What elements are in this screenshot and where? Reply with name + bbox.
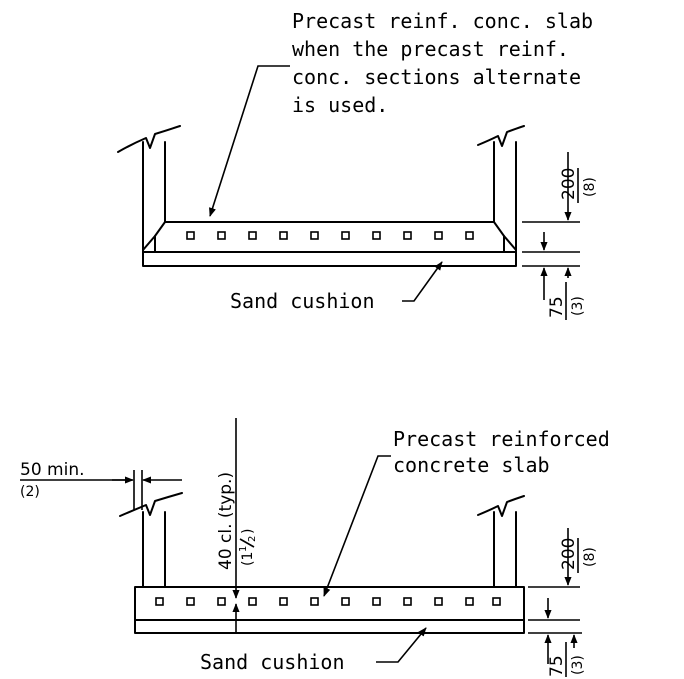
bottom-left-wall	[119, 492, 183, 588]
bottom-clear-label-in: (1 1 2 )	[238, 529, 258, 566]
bottom-dim-200: 200	[559, 538, 579, 570]
top-dim-200: 200	[559, 168, 579, 200]
top-left-wall	[117, 125, 181, 253]
bottom-sand-cushion	[134, 619, 525, 634]
top-sand-cushion	[142, 251, 517, 267]
bottom-sand-leader	[376, 627, 427, 663]
bottom-clear-label: 40 cl. (typ.)	[216, 472, 236, 570]
svg-text:): )	[240, 529, 256, 534]
top-dimension-75: 75 (3)	[522, 265, 586, 320]
svg-text:2: 2	[247, 536, 258, 542]
bottom-min-dimension: 50 min. (2)	[20, 460, 182, 510]
bottom-rebar-row	[155, 597, 501, 606]
top-note-line-4: is used.	[292, 93, 388, 117]
top-note-line-1: Precast reinf. conc. slab	[292, 9, 593, 33]
top-sand-leader	[402, 261, 443, 302]
bottom-note-leader	[323, 455, 391, 597]
top-note-line-2: when the precast reinf.	[292, 37, 569, 61]
top-dim-75: 75	[547, 296, 567, 318]
svg-text:1: 1	[238, 546, 249, 552]
bottom-clear-dimension: 40 cl. (typ.) (1 1 2 )	[216, 418, 258, 632]
bottom-note-line-2: concrete slab	[393, 453, 550, 477]
bottom-dimension-75: 75 (3)	[528, 632, 586, 677]
bottom-min-label-in: (2)	[20, 484, 40, 500]
bottom-detail: Precast reinforced concrete slab 50 min.…	[20, 418, 610, 677]
bottom-sand-cushion-label: Sand cushion	[200, 650, 345, 674]
top-note-line-3: conc. sections alternate	[292, 65, 581, 89]
bottom-dim-3: (3)	[570, 655, 586, 675]
top-rebar-row	[186, 231, 474, 240]
bottom-min-label: 50 min.	[20, 460, 85, 480]
top-note-leader	[209, 65, 290, 217]
top-right-wall	[477, 125, 525, 253]
top-dim-3: (3)	[570, 296, 586, 316]
top-detail: Precast reinf. conc. slab when the preca…	[117, 9, 598, 320]
bottom-dim-75: 75	[547, 655, 567, 677]
bottom-right-wall	[477, 495, 525, 588]
bottom-note-line-1: Precast reinforced	[393, 427, 610, 451]
top-dimension-200: 200 (8)	[522, 152, 598, 253]
bottom-dimension-200: 200 (8)	[528, 528, 598, 621]
svg-text:(1: (1	[240, 552, 256, 566]
top-dim-8: (8)	[582, 177, 598, 197]
bottom-dim-8: (8)	[582, 547, 598, 567]
top-sand-cushion-label: Sand cushion	[230, 289, 375, 313]
